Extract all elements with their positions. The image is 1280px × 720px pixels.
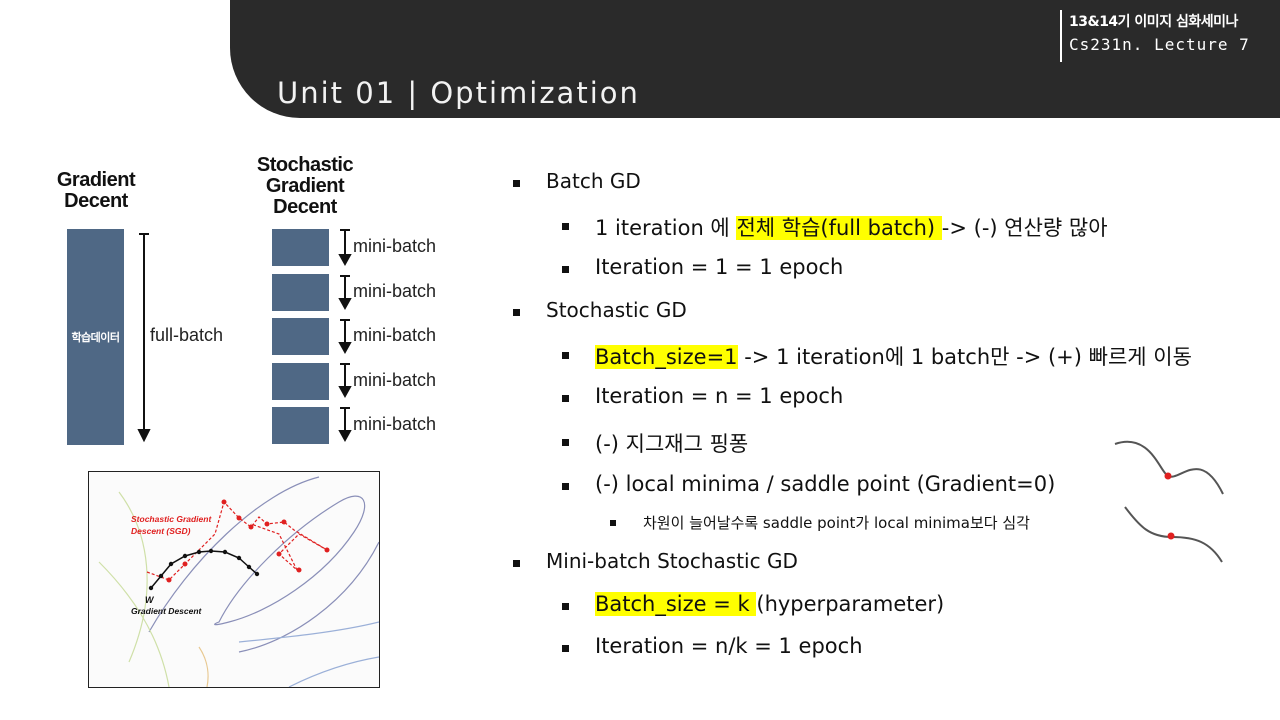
bullet-sgd-epoch: Iteration = n = 1 epoch [562,384,844,408]
header-bar [230,0,1280,118]
bullet-icon [610,520,616,526]
highlight-text: Batch_size = k [595,592,757,616]
slide-title: Unit 01 | Optimization [277,76,640,110]
bullet-minibatch-sgd: Mini-batch Stochastic GD [513,549,798,573]
bullet-text: Iteration = n = 1 epoch [595,384,844,408]
bullet-text: Stochastic GD [546,298,687,322]
mini-batch-block [272,407,329,444]
saddle-point [1167,532,1175,540]
bullet-text: Iteration = 1 = 1 epoch [595,255,844,279]
batch-arrows [137,229,352,443]
mini-batch-block [272,229,329,266]
bullet-sgd-batch-size: Batch_size=1 -> 1 iteration에 1 batch만 ->… [562,341,1192,371]
bullet-text: (-) local minima / saddle point (Gradien… [595,472,1056,496]
lecture-label: Cs231n. Lecture 7 [1069,35,1250,54]
mini-batch-label: mini-batch [353,414,437,434]
bullet-text: -> (-) 연산량 많아 [941,216,1108,240]
w-label: W [145,595,155,605]
bullet-icon [562,483,569,490]
sgd-heading-line: Gradient [265,175,345,197]
bullet-text: 1 iteration 에 [595,216,737,240]
mini-batch-block [272,274,329,311]
bullet-sgd-zigzag: (-) 지그재그 핑퐁 [562,428,749,458]
highlight-text: 전체 학습(full batch) [736,216,942,240]
bullet-text: Mini-batch Stochastic GD [546,549,798,573]
bullet-icon [513,560,520,567]
bullet-text: -> 1 iteration에 1 batch만 -> (+) 빠르게 이동 [737,345,1192,369]
bullet-text: Batch GD [546,169,641,193]
sgd-heading-line: Decent [273,196,337,218]
bullet-icon [513,180,520,187]
sgd-heading-line: Stochastic [256,154,354,176]
sgd-label: Stochastic Gradient [131,514,212,524]
course-info: 13&14기 이미지 심화세미나 Cs231n. Lecture 7 [1060,10,1250,62]
bullet-icon [562,603,569,610]
full-batch-label: full-batch [150,325,224,345]
bullet-text: (hyperparameter) [756,592,945,616]
mini-batch-block [272,363,329,400]
mini-batch-label: mini-batch [353,281,437,301]
bullet-sgd-local-minima: (-) local minima / saddle point (Gradien… [562,472,1056,496]
highlight-text: Batch_size=1 [595,345,738,369]
bullet-minibatch-epoch: Iteration = n/k = 1 epoch [562,634,863,658]
gd-heading: Gradient Decent [50,170,142,212]
gd-heading-line: Gradient [56,169,136,191]
mini-batch-label: mini-batch [353,370,437,390]
mini-batch-label: mini-batch [353,236,437,256]
local-minimum-curve [1114,440,1224,495]
gd-label: Gradient Descent [131,606,203,616]
local-minimum-point [1164,472,1172,480]
bullet-batch-gd: Batch GD [513,169,641,193]
sgd-vs-gd-figure: Stochastic Gradient Descent (SGD) W Grad… [88,471,380,688]
contour-plot-image: Stochastic Gradient Descent (SGD) W Grad… [98,476,379,687]
loss-curves-illustration [1114,440,1224,563]
training-data-block [67,229,124,445]
bullet-batch-gd-epoch: Iteration = 1 = 1 epoch [562,255,844,279]
bullet-icon [562,223,569,230]
mini-batch-label: mini-batch [353,325,437,345]
sgd-heading: Stochastic Gradient Decent [246,155,364,218]
bullet-batch-gd-iteration: 1 iteration 에 전체 학습(full batch) -> (-) 연… [562,212,1108,242]
training-data-label: 학습데이터 [71,331,120,344]
bullet-icon [562,645,569,652]
bullet-icon [562,266,569,273]
gd-heading-line: Decent [64,190,128,212]
seminar-label: 13&14기 이미지 심화세미나 [1069,14,1238,30]
bullet-text: (-) 지그재그 핑퐁 [595,432,749,456]
bullet-stochastic-gd: Stochastic GD [513,298,687,322]
bullet-icon [562,439,569,446]
bullet-minibatch-size: Batch_size = k (hyperparameter) [562,592,945,616]
bullet-icon [562,352,569,359]
mini-batch-block [272,318,329,355]
bullet-icon [562,395,569,402]
bullet-text: Iteration = n/k = 1 epoch [595,634,863,658]
sgd-label: Descent (SGD) [131,526,191,536]
bullet-icon [513,309,520,316]
full-batch-arrow-head [137,429,151,443]
bullet-text: 차원이 늘어날수록 saddle point가 local minima보다 심… [643,514,1030,532]
bullet-sgd-saddle-point: 차원이 늘어날수록 saddle point가 local minima보다 심… [610,512,1030,533]
